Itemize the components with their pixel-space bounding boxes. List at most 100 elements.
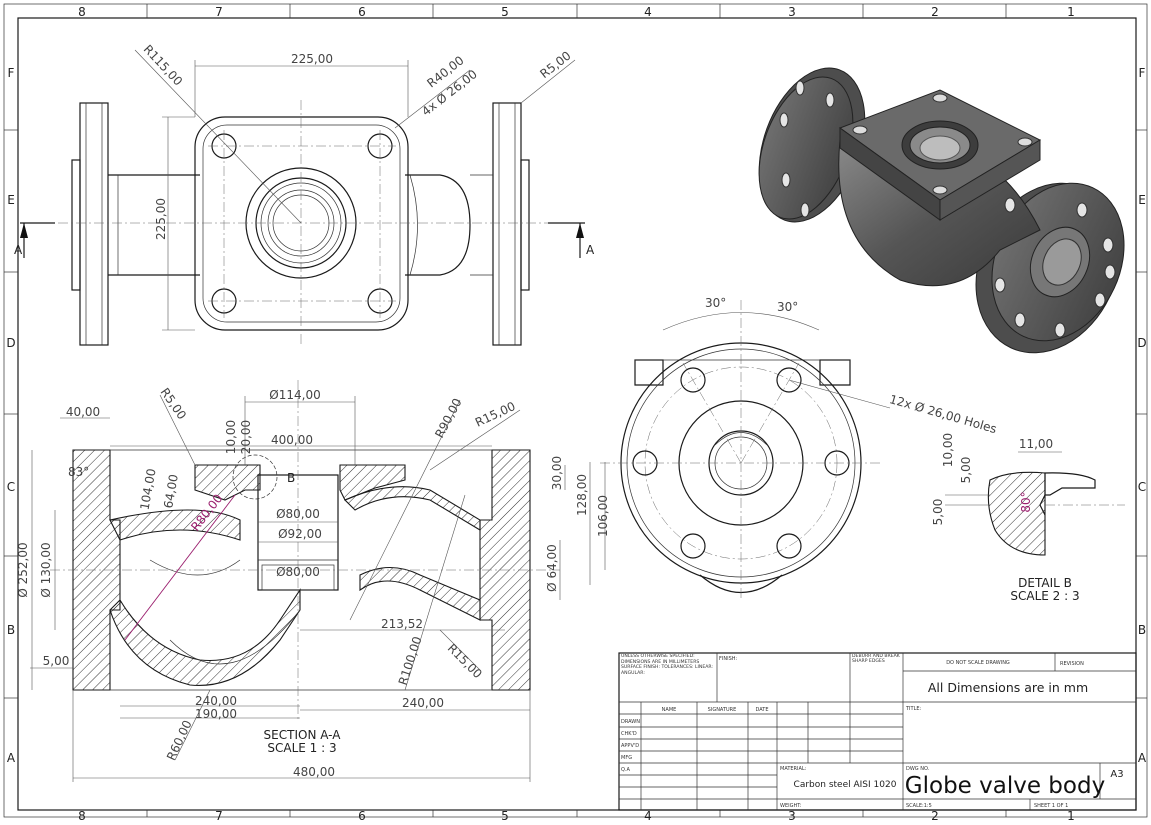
col-name: NAME (662, 707, 677, 713)
title-label: TITLE: (905, 706, 922, 712)
detail-dim-5a: 5,00 (959, 457, 973, 484)
row-label: D (1137, 336, 1146, 350)
row-label: A (1138, 751, 1147, 765)
col-label: 7 (215, 809, 223, 821)
dim-20: 20,00 (239, 420, 253, 454)
detail-title: DETAIL B (1018, 576, 1072, 590)
section-marker-left: A (14, 243, 23, 257)
dim-240-a: 240,00 (195, 694, 237, 708)
dim-128: 128,00 (575, 474, 589, 516)
col-label: 5 (501, 5, 509, 19)
row-label: C (7, 480, 15, 494)
col-label: 1 (1067, 5, 1075, 19)
row-label: D (6, 336, 15, 350)
col-label: 5 (501, 809, 509, 821)
general-notes: UNLESS OTHERWISE SPECIFIED: DIMENSIONS A… (621, 654, 713, 676)
detail-angle: 80° (1019, 491, 1033, 512)
dim-5: 5,00 (43, 654, 70, 668)
finish-label: FINISH: (719, 656, 737, 662)
col-label: 4 (644, 5, 652, 19)
col-label: 3 (788, 809, 796, 821)
dimensions-note: All Dimensions are in mm (928, 680, 1088, 695)
dim-d80-b: Ø80,00 (276, 565, 320, 579)
row-label: C (1138, 480, 1146, 494)
dim-213: 213,52 (381, 617, 423, 631)
dim-r90: R90,00 (432, 396, 464, 440)
sheet-border: 8 7 6 5 4 3 2 1 8 7 6 5 4 3 2 1 F E D C … (3, 3, 1148, 823)
detail-ref-label: B (287, 471, 295, 485)
revision-label: REVISION (1060, 661, 1084, 667)
detail-scale: SCALE 2 : 3 (1010, 589, 1079, 603)
material-value: Carbon steel AISI 1020 (794, 780, 897, 790)
detail-dim-11: 11,00 (1019, 437, 1053, 451)
row-label: E (1138, 193, 1146, 207)
dim-106: 106,00 (596, 495, 610, 537)
dim-d252: Ø 252,00 (16, 542, 30, 597)
dim-r15-top: R15,00 (473, 399, 518, 430)
row-label: F (8, 66, 15, 80)
row-qa: Q.A (621, 767, 631, 773)
title-block: UNLESS OTHERWISE SPECIFIED: DIMENSIONS A… (618, 652, 1137, 811)
dim-r60: R60,00 (164, 718, 195, 763)
dim-d130: Ø 130,00 (39, 542, 53, 597)
dim-64: 64,00 (161, 473, 181, 509)
material-label: MATERIAL: (780, 766, 807, 772)
dim-r15-bottom: R15,00 (445, 641, 485, 681)
row-label: A (7, 751, 16, 765)
dim-r5-section: R5,00 (157, 385, 189, 422)
sheet-label: SHEET 1 OF 1 (1034, 803, 1068, 809)
row-mfg: MFG (621, 755, 632, 761)
row-label: B (1138, 623, 1146, 637)
section-marker-right: A (586, 243, 595, 257)
dim-83deg: 83° (68, 465, 89, 479)
dim-r100: R100,00 (396, 635, 425, 687)
weight-label: WEIGHT: (780, 803, 802, 809)
isometric-view (758, 67, 1125, 354)
col-label: 2 (931, 5, 939, 19)
col-label: 6 (358, 809, 366, 821)
col-label: 4 (644, 809, 652, 821)
col-label: 6 (358, 5, 366, 19)
dim-40: 40,00 (66, 405, 100, 419)
angle-right: 30° (777, 300, 798, 314)
row-label: E (7, 193, 15, 207)
dim-30: 30,00 (550, 456, 564, 490)
deburr-note: DEBURR AND BREAK SHARP EDGES (852, 654, 900, 665)
section-view: B Ø114,00 40,00 R5,00 10,00 20,00 400,00… (16, 380, 610, 782)
col-label: 8 (78, 5, 86, 19)
dim-r115: R115,00 (141, 42, 186, 88)
dim-104: 104,00 (138, 467, 159, 511)
no-scale-label: DO NOT SCALE DRAWING (946, 660, 1010, 666)
row-label: B (7, 623, 15, 637)
sheet-size: A3 (1110, 769, 1123, 780)
detail-b-view: 11,00 10,00 5,00 5,00 80° DETAIL B SCALE… (931, 433, 1125, 603)
col-label: 8 (78, 809, 86, 821)
col-date: DATE (755, 707, 768, 713)
row-checked: CHK'D (621, 731, 637, 737)
col-label: 2 (931, 809, 939, 821)
dim-480: 480,00 (293, 765, 335, 779)
top-view: A A 225,00 225,00 R115,00 R40,00 4x Ø 26… (14, 42, 595, 346)
row-label: F (1139, 66, 1146, 80)
holes-callout: 12x Ø 26,00 Holes (888, 392, 999, 436)
col-label: 1 (1067, 809, 1075, 821)
dim-top-height: 225,00 (154, 198, 168, 240)
dim-d92: Ø92,00 (278, 527, 322, 541)
dim-r5-top: R5,00 (537, 49, 573, 82)
dim-400: 400,00 (271, 433, 313, 447)
detail-dim-10: 10,00 (941, 433, 955, 467)
row-drawn: DRAWN (621, 719, 640, 725)
dim-10: 10,00 (224, 420, 238, 454)
flange-end-view: 30° 30° 12x Ø 26,00 Holes (600, 296, 998, 600)
dwg-no-label: DWG NO. (906, 766, 930, 772)
col-label: 3 (788, 5, 796, 19)
dim-d114: Ø114,00 (269, 388, 320, 402)
dim-d64: Ø 64,00 (545, 544, 559, 592)
drawing-title: Globe valve body (905, 773, 1105, 799)
section-title: SECTION A-A (264, 728, 342, 742)
col-signature: SIGNATURE (708, 707, 737, 713)
dim-240-b: 240,00 (402, 696, 444, 710)
dim-top-width: 225,00 (291, 52, 333, 66)
